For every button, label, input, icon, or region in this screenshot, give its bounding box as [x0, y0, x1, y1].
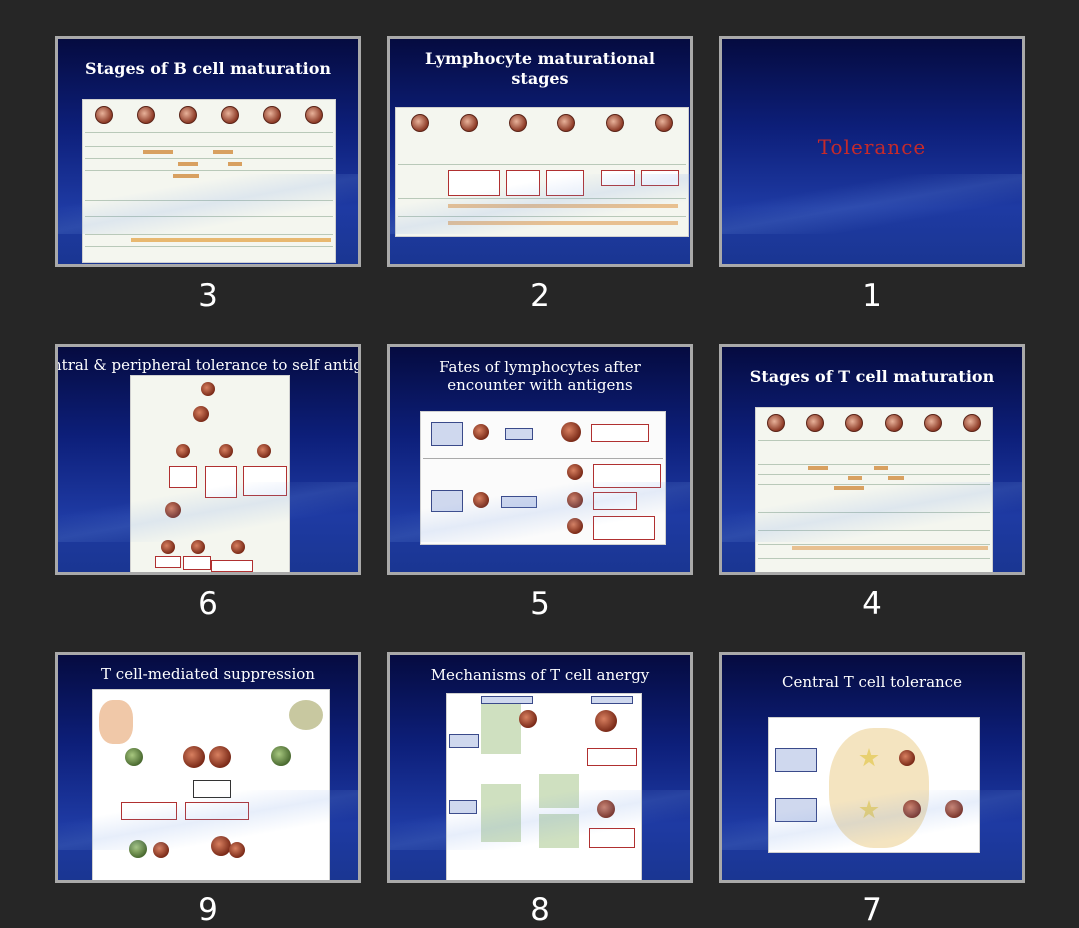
slide-9-preview: T cell-mediated suppression — [55, 652, 361, 883]
slide-thumbnail-8[interactable]: Mechanisms of T cell anergy 8 — [387, 652, 693, 928]
slide-thumbnail-7[interactable]: Central T cell tolerance 7 — [719, 652, 1025, 928]
diagram-central-tolerance — [768, 717, 980, 853]
slide-number: 5 — [530, 586, 550, 622]
slide-title-line1: Lymphocyte maturational — [425, 49, 655, 68]
slide-title: Central T cell tolerance — [782, 673, 962, 691]
slide-4-preview: Stages of T cell maturation — [719, 344, 1025, 575]
slide-thumbnail-2[interactable]: Lymphocyte maturational stages 2 — [387, 36, 693, 314]
slide-5-preview: Fates of lymphocytes after encounter wit… — [387, 344, 693, 575]
diagram-t-cell-anergy — [446, 693, 642, 880]
slide-title-line2: encounter with antigens — [447, 376, 633, 394]
slide-title: ntral & peripheral tolerance to self ant… — [55, 356, 361, 374]
lymph-node-shape — [289, 700, 323, 730]
slide-title: Mechanisms of T cell anergy — [430, 666, 650, 684]
slide-number: 4 — [862, 586, 882, 622]
slide-thumbnail-6[interactable]: ntral & peripheral tolerance to self ant… — [55, 344, 361, 622]
slide-title: Tolerance — [817, 135, 927, 159]
diagram-t-cell-suppression — [92, 689, 330, 880]
diagram-tolerance — [130, 375, 290, 572]
slide-number: 2 — [530, 278, 550, 314]
diagram-maturation-stages — [395, 107, 689, 237]
slide-3-preview: Stages of B cell maturation — [55, 36, 361, 267]
slide-title-line1: Fates of lymphocytes after — [439, 358, 641, 376]
slide-title-line2: stages — [511, 69, 569, 88]
slide-title: Stages of B cell maturation — [84, 59, 331, 78]
thymus-shape — [829, 728, 929, 848]
slide-8-preview: Mechanisms of T cell anergy — [387, 652, 693, 883]
diagram-lymphocyte-fates — [420, 411, 666, 545]
slide-number: 9 — [198, 892, 218, 928]
slide-title: T cell-mediated suppression — [101, 665, 315, 683]
slide-number: 3 — [198, 278, 218, 314]
diagram-b-cell-stages — [82, 99, 336, 263]
slide-thumbnail-3[interactable]: Stages of B cell maturation 3 — [55, 36, 361, 314]
slide-7-preview: Central T cell tolerance — [719, 652, 1025, 883]
slide-thumbnail-5[interactable]: Fates of lymphocytes after encounter wit… — [387, 344, 693, 622]
slide-1-preview: Tolerance — [719, 36, 1025, 267]
slide-number: 1 — [862, 278, 882, 314]
slide-thumbnail-1[interactable]: Tolerance 1 — [719, 36, 1025, 314]
diagram-t-cell-stages — [755, 407, 993, 572]
thymus-shape — [99, 700, 133, 744]
slide-number: 7 — [862, 892, 882, 928]
slide-thumbnail-9[interactable]: T cell-mediated suppression 9 — [55, 652, 361, 928]
slide-6-preview: ntral & peripheral tolerance to self ant… — [55, 344, 361, 575]
slide-number: 8 — [530, 892, 550, 928]
slide-2-preview: Lymphocyte maturational stages — [387, 36, 693, 267]
slide-number: 6 — [198, 586, 218, 622]
slide-title: Stages of T cell maturation — [749, 367, 995, 386]
slide-thumbnail-4[interactable]: Stages of T cell maturation 4 — [719, 344, 1025, 622]
